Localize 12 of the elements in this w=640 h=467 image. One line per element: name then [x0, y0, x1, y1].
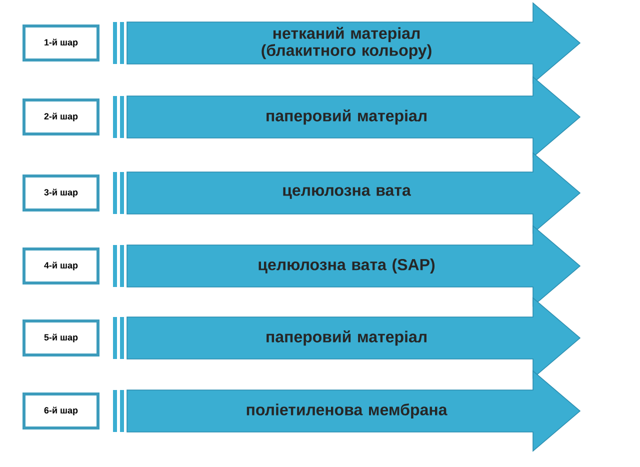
layer-box: 6-й шар [22, 392, 100, 430]
pointed-banner: поліетиленова мембрана [113, 370, 581, 452]
layer-box: 1-й шар [22, 24, 100, 62]
layer-box: 2-й шар [22, 98, 100, 136]
pointed-banner: целюлозна вата [113, 152, 581, 234]
layer-box: 4-й шар [22, 248, 100, 284]
pointed-banner: паперовий матеріал [113, 76, 581, 158]
pointed-banner: целюлозна вата (SAP) [113, 225, 581, 307]
pointed-banner: нетканий матеріал (блакитного кольору) [113, 2, 581, 84]
layer-box: 3-й шар [22, 174, 100, 212]
pointed-banner: паперовий матеріал [113, 297, 581, 379]
layer-box: 5-й шар [22, 320, 100, 356]
